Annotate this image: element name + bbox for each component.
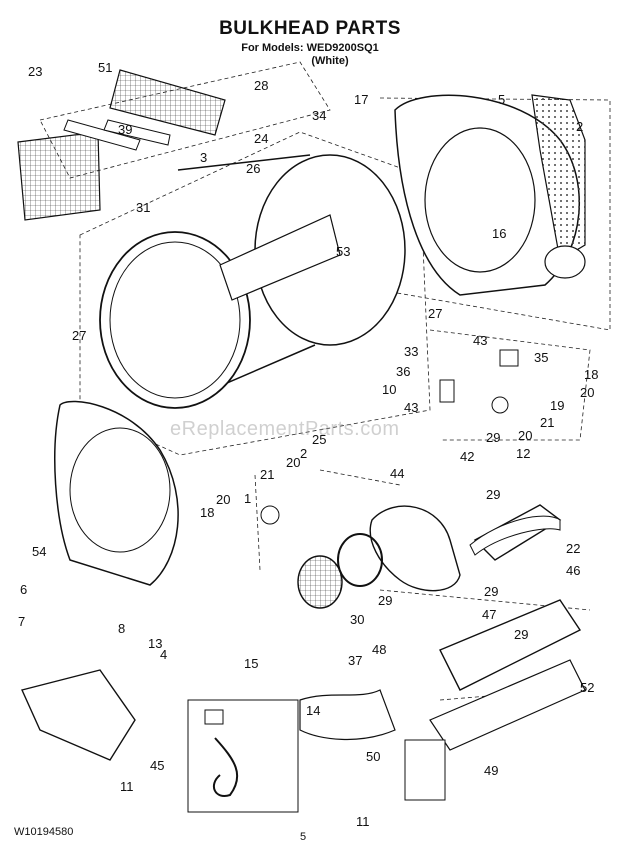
callout-number: 11 xyxy=(120,779,134,794)
callout-number: 12 xyxy=(516,446,530,461)
callout-number: 1 xyxy=(244,491,251,506)
callout-number: 21 xyxy=(260,467,274,482)
callout-number: 31 xyxy=(136,200,150,215)
callout-number: 29 xyxy=(486,430,500,445)
callout-number: 36 xyxy=(396,364,410,379)
callout-number: 27 xyxy=(72,328,86,343)
blower-wheel-icon xyxy=(297,555,343,609)
callout-number: 29 xyxy=(486,487,500,502)
callout-number: 45 xyxy=(150,758,164,773)
callout-number: 33 xyxy=(404,344,418,359)
callout-number: 53 xyxy=(336,244,350,259)
callout-number: 29 xyxy=(484,584,498,599)
callout-number: 20 xyxy=(286,455,300,470)
models-line: For Models: WED9200SQ1 xyxy=(241,42,379,54)
small-parts-icon xyxy=(260,349,561,801)
color-line: (White) xyxy=(311,55,349,67)
callout-number: 10 xyxy=(382,382,396,397)
callout-number: 44 xyxy=(390,466,404,481)
callout-number: 48 xyxy=(372,642,386,657)
callout-number: 42 xyxy=(460,449,474,464)
callout-number: 7 xyxy=(18,614,25,629)
callout-number: 29 xyxy=(514,627,528,642)
callout-number: 30 xyxy=(350,612,364,627)
callout-number: 50 xyxy=(366,749,380,764)
callout-number: 43 xyxy=(473,333,487,348)
callout-number: 35 xyxy=(534,350,548,365)
callout-number: 25 xyxy=(312,432,326,447)
callout-number: 47 xyxy=(482,607,496,622)
callout-number: 20 xyxy=(518,428,532,443)
callout-number: 11 xyxy=(356,814,370,829)
callout-number: 49 xyxy=(484,763,498,778)
front-bulkhead-icon xyxy=(54,400,179,586)
callout-number: 15 xyxy=(244,656,258,671)
callout-number: 34 xyxy=(312,108,326,123)
callout-number: 43 xyxy=(404,400,418,415)
callout-number: 27 xyxy=(428,306,442,321)
page-number: 5 xyxy=(300,831,307,843)
callout-number: 28 xyxy=(254,78,268,93)
page-title: BULKHEAD PARTS xyxy=(219,18,401,39)
callout-number: 2 xyxy=(300,446,307,461)
callout-number: 21 xyxy=(540,415,554,430)
callout-number: 20 xyxy=(216,492,230,507)
wire-harness-icon xyxy=(187,689,396,813)
callout-number: 23 xyxy=(28,64,42,79)
callout-number: 3 xyxy=(200,150,207,165)
callout-number: 20 xyxy=(580,385,594,400)
callout-number: 19 xyxy=(550,398,564,413)
callout-number: 14 xyxy=(306,703,320,718)
callout-number: 52 xyxy=(580,680,594,695)
callout-number: 24 xyxy=(254,131,268,146)
callout-number: 29 xyxy=(378,593,392,608)
callout-number: 39 xyxy=(118,122,132,137)
callout-number: 37 xyxy=(348,653,362,668)
callout-number: 17 xyxy=(354,92,368,107)
callout-number: 4 xyxy=(160,647,167,662)
lint-screen-icon xyxy=(17,69,226,221)
callout-number: 51 xyxy=(98,60,112,75)
callout-number: 18 xyxy=(200,505,214,520)
callout-number: 5 xyxy=(498,92,505,107)
bulkhead-icon xyxy=(394,94,586,296)
watermark: eReplacementParts.com xyxy=(170,418,400,440)
callout-number: 22 xyxy=(566,541,580,556)
callout-number: 2 xyxy=(576,119,583,134)
callout-number: 26 xyxy=(246,161,260,176)
callout-number: 16 xyxy=(492,226,506,241)
callout-number: 13 xyxy=(148,636,162,651)
blower-housing-icon xyxy=(337,505,461,592)
callout-number: 6 xyxy=(20,582,27,597)
drum-icon xyxy=(99,154,406,409)
callout-number: 46 xyxy=(566,563,580,578)
callout-number: 54 xyxy=(32,544,46,559)
doc-number: W10194580 xyxy=(14,826,74,838)
callout-number: 8 xyxy=(118,621,125,636)
callout-number: 18 xyxy=(584,367,598,382)
